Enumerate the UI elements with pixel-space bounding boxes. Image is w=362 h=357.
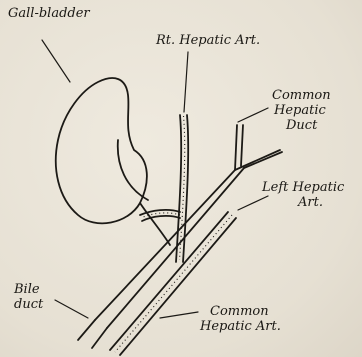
leader-bile-duct (55, 300, 88, 318)
label-common-hepatic-art-line2: Hepatic Art. (200, 319, 281, 334)
label-common-hepatic-art-line1: Common (210, 304, 281, 319)
label-left-hepatic-art-line2: Art. (298, 195, 344, 210)
label-common-hepatic-duct-line1: Common (272, 88, 331, 103)
leader-common-hepatic-art (160, 312, 198, 318)
label-bile-duct-line1: Bile (14, 282, 43, 297)
label-left-hepatic-art-line1: Left Hepatic (262, 180, 344, 195)
rt-hepatic-artery (140, 115, 188, 262)
label-common-hepatic-art: Common Hepatic Art. (200, 304, 281, 334)
leader-gall-bladder (42, 40, 70, 82)
leader-rt-hepatic (184, 52, 188, 112)
label-left-hepatic-art: Left Hepatic Art. (262, 180, 344, 210)
label-common-hepatic-duct-line3: Duct (286, 118, 331, 133)
gall-bladder-shape (56, 78, 147, 223)
label-common-hepatic-duct-line2: Hepatic (274, 103, 331, 118)
label-gall-bladder: Gall-bladder (8, 6, 90, 21)
label-bile-duct-line2: duct (14, 297, 43, 312)
leader-common-hepatic-duct (238, 108, 268, 122)
label-rt-hepatic-art: Rt. Hepatic Art. (156, 33, 260, 48)
label-common-hepatic-duct: Common Hepatic Duct (272, 88, 331, 133)
bile-duct (78, 320, 107, 348)
label-bile-duct: Bile duct (14, 282, 43, 312)
